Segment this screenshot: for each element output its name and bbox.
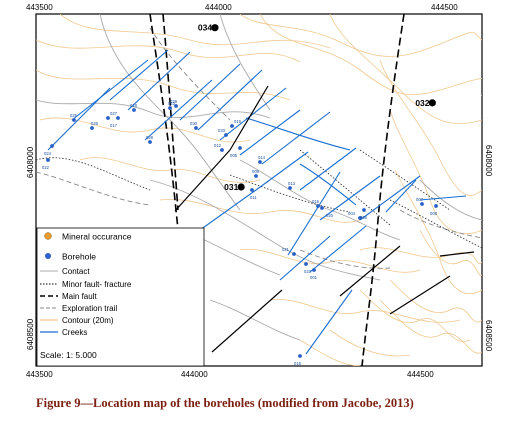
drill-station-marker [237, 183, 245, 191]
axis-labels: 443500 444000 444500 443500 444000 44450… [26, 3, 493, 379]
borehole-label: 010 [168, 101, 176, 106]
borehole-marker [292, 252, 296, 256]
borehole-label: 027 [110, 111, 118, 116]
borehole-label: 016 [294, 361, 302, 366]
borehole-label: 015 [312, 199, 320, 204]
legend: Mineral occurance Borehole Contact Minor… [36, 227, 205, 367]
borehole-marker [90, 126, 94, 130]
borehole-marker [288, 186, 292, 190]
borehole-label: 005 [230, 153, 238, 158]
borehole-label: 017 [110, 123, 118, 128]
legend-box [36, 227, 205, 367]
borehole-marker [250, 188, 254, 192]
legend-label: Main fault [62, 292, 97, 301]
borehole-marker [258, 160, 262, 164]
borehole-label: 013 [288, 181, 296, 186]
y-right-label: 6408500 [484, 320, 493, 352]
minor-faults [36, 149, 482, 249]
borehole-label: 001 [310, 275, 318, 280]
borehole-label: 033 [218, 128, 226, 133]
borehole-label: 018 [130, 103, 138, 108]
borehole-marker [312, 268, 316, 272]
x-top-label: 444000 [205, 3, 232, 12]
legend-label: Contour (20m) [62, 316, 114, 325]
borehole-marker [358, 216, 362, 220]
legend-label: Mineral occurance [62, 232, 132, 242]
mineral-legend-symbol [44, 232, 52, 240]
borehole-marker [224, 133, 228, 137]
contact-lines [36, 14, 482, 341]
borehole-marker [230, 124, 234, 128]
creeks [47, 49, 467, 355]
legend-label: Exploration trail [62, 304, 117, 313]
legend-label: Borehole [62, 252, 96, 262]
borehole-label: 011 [250, 195, 257, 200]
x-top-label: 443500 [26, 3, 53, 12]
borehole-marker [194, 126, 198, 130]
y-left-label: 6408500 [26, 318, 35, 350]
borehole-traces [174, 85, 475, 353]
borehole-legend-symbol [45, 253, 51, 259]
borehole-label: 019 [234, 119, 242, 124]
borehole-label: 004 [348, 211, 356, 216]
drill-station-label: 031 [224, 182, 238, 192]
borehole-marker [72, 118, 76, 122]
borehole-label: 025 [70, 113, 78, 118]
x-bottom-label: 444000 [181, 370, 208, 379]
y-right-label: 6408000 [484, 145, 493, 177]
borehole-marker [46, 158, 50, 162]
borehole-marker [168, 106, 172, 110]
scale-label: Scale: 1: 5.000 [40, 350, 97, 360]
borehole-label: 022 [42, 165, 50, 170]
borehole-marker [434, 204, 438, 208]
drill-station-label: 034 [198, 23, 212, 33]
borehole-label: 006 [360, 215, 368, 220]
borehole-label: 028 [146, 135, 154, 140]
borehole-label: 030 [190, 121, 198, 126]
borehole-label: 008 [430, 211, 438, 216]
borehole-marker [148, 140, 152, 144]
borehole-label: 007 [416, 197, 424, 202]
borehole-marker [50, 144, 54, 148]
x-top-label: 444500 [431, 3, 458, 12]
borehole-marker [304, 262, 308, 266]
borehole-marker [174, 104, 178, 108]
x-bottom-label: 443500 [26, 370, 53, 379]
borehole-marker [116, 116, 120, 120]
borehole-points: 024 025 026 027 028 029 030 033 005 009 011 013 015 0… [42, 99, 438, 366]
borehole-label: 026 [91, 121, 99, 126]
y-left-label: 6408000 [26, 146, 35, 178]
drill-stations: 034 033 032 031 [198, 23, 436, 192]
borehole-label: 023 [304, 269, 312, 274]
borehole-marker [316, 204, 320, 208]
drill-station-label: 032 [415, 98, 429, 108]
borehole-marker [362, 208, 366, 212]
borehole-label: 014 [258, 155, 266, 160]
borehole-marker [106, 116, 110, 120]
borehole-marker [132, 108, 136, 112]
borehole-marker [420, 202, 424, 206]
borehole-label: 020 [326, 213, 334, 218]
drill-station-marker [211, 24, 219, 32]
figure-caption: Figure 9—Location map of the boreholes (… [36, 396, 414, 410]
borehole-marker [298, 354, 302, 358]
legend-label: Creeks [62, 328, 87, 337]
borehole-label: 021 [282, 247, 290, 252]
legend-label: Minor fault- fracture [62, 280, 132, 289]
borehole-marker [238, 146, 242, 150]
borehole-marker [320, 206, 324, 210]
borehole-marker [254, 174, 258, 178]
borehole-label: 012 [214, 143, 222, 148]
x-bottom-label: 444500 [407, 370, 434, 379]
borehole-label: 029 [170, 99, 178, 104]
borehole-label: 009 [252, 169, 260, 174]
legend-label: Contact [62, 267, 90, 276]
drill-station-marker [428, 99, 436, 107]
borehole-label: 024 [44, 151, 52, 156]
borehole-marker [220, 148, 224, 152]
